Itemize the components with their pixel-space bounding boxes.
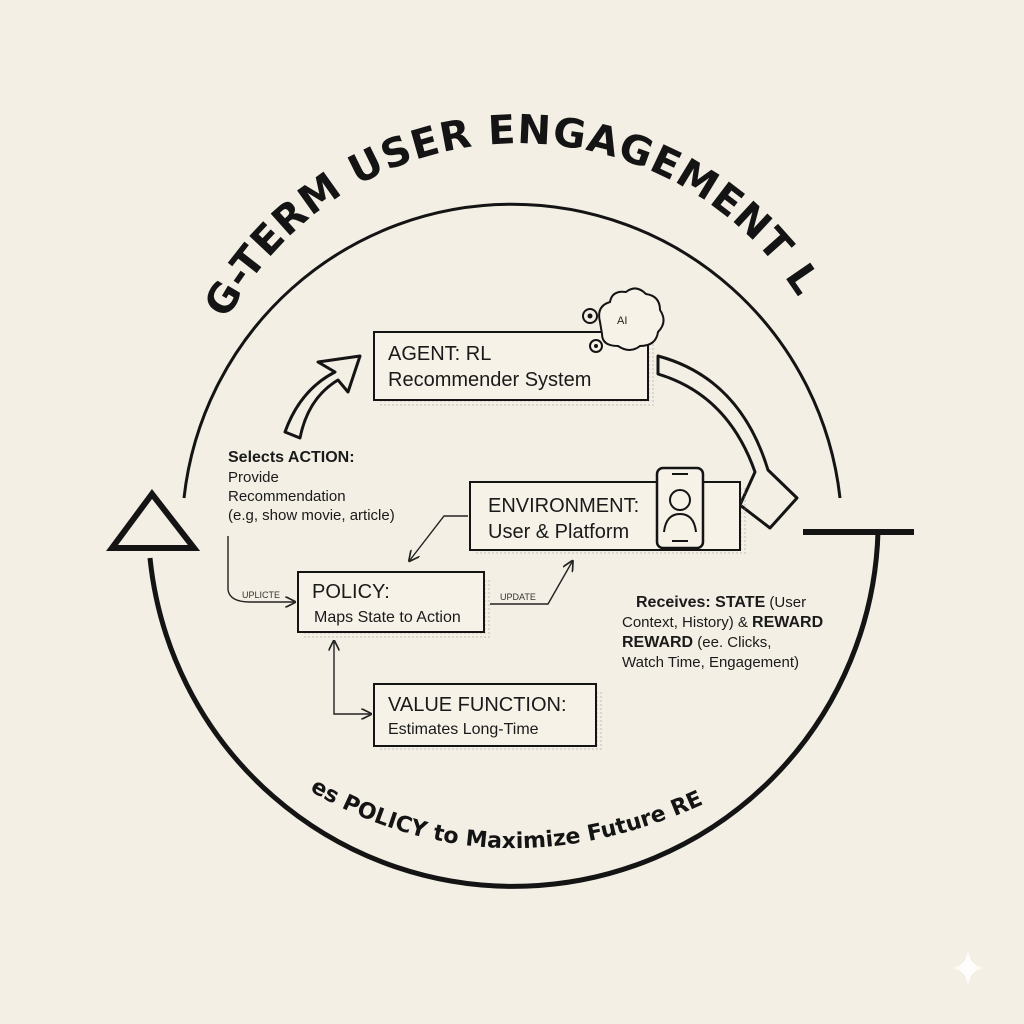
value-function-subtitle: Estimates Long-Time	[388, 721, 539, 738]
diagram-title: LONG-TERM USER ENGAGEMENT LOOP	[0, 0, 828, 325]
policy-box: POLICY: Maps State to Action	[297, 571, 490, 638]
loop-arc-lower	[147, 531, 881, 889]
action-note: Selects ACTION: Provide Recommendation (…	[228, 449, 395, 524]
value-to-policy-arrow-icon	[334, 642, 370, 714]
env-to-policy-arrow-icon	[410, 515, 468, 560]
action-to-policy-arrow-icon	[227, 536, 294, 602]
feedback-arrow-icon	[656, 354, 799, 530]
action-note-line3: Recommendation	[228, 488, 346, 505]
receives-line1: Receives: STATE (User	[636, 594, 806, 611]
agent-box: AGENT: RL Recommender System	[373, 331, 654, 406]
receives-line3: REWARD (ee. Clicks,	[622, 634, 771, 651]
action-arrow-icon	[283, 354, 362, 440]
policy-title: POLICY:	[312, 581, 390, 603]
smartphone-user-icon	[655, 466, 705, 550]
loop-arc-upper	[182, 202, 842, 499]
policy-subtitle: Maps State to Action	[314, 609, 461, 626]
agent-title: AGENT: RL	[388, 343, 491, 365]
ai-label: AI	[617, 315, 627, 327]
ai-brain-icon: AI	[582, 287, 665, 353]
receives-line4: Watch Time, Engagement)	[622, 654, 799, 671]
receives-note: Receives: STATE (User Context, History) …	[622, 594, 823, 671]
action-note-line4: (e.g, show movie, article)	[228, 507, 395, 524]
update-label-left: UPLICTE	[242, 590, 280, 600]
action-note-title: Selects ACTION:	[228, 449, 355, 466]
update-label-right: UPDATE	[500, 592, 536, 602]
environment-box: ENVIRONMENT: User & Platform	[469, 481, 746, 556]
sparkle-icon	[952, 950, 984, 986]
agent-subtitle: Recommender System	[388, 369, 591, 391]
action-note-line2: Provide	[228, 469, 279, 486]
receives-line2: Context, History) & REWARD	[622, 614, 823, 631]
environment-subtitle: User & Platform	[488, 521, 629, 543]
policy-to-env-arrow-icon	[490, 562, 572, 605]
loop-arrowhead-icon	[106, 489, 201, 551]
value-function-title: VALUE FUNCTION:	[388, 694, 567, 716]
value-function-box: VALUE FUNCTION: Estimates Long-Time	[373, 683, 602, 752]
environment-title: ENVIRONMENT:	[488, 495, 639, 517]
